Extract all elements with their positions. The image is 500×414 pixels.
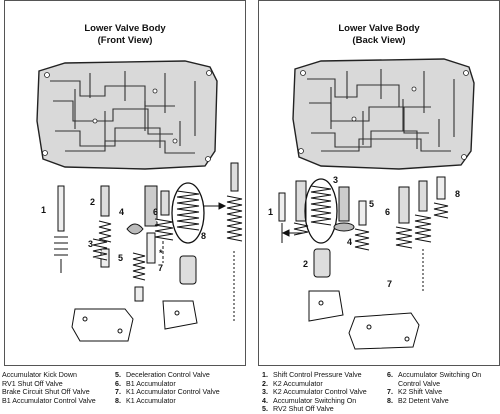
component-4 bbox=[333, 186, 355, 232]
back-view-drawing: 1 2 3 4 5 6 7 8 bbox=[268, 58, 475, 350]
gasket-plate-2 bbox=[162, 300, 198, 330]
valve-body-plate bbox=[36, 60, 218, 170]
callout-4: 4 bbox=[119, 207, 124, 217]
valve-body-plate bbox=[292, 58, 475, 170]
front-legend-col2: 5.Deceleration Control Valve 6.B1 Accumu… bbox=[115, 371, 255, 405]
callout-5: 5 bbox=[369, 199, 374, 209]
component-5 bbox=[354, 200, 370, 251]
front-view-drawing: 1 2 3 4 5 6 7 8 * bbox=[36, 60, 243, 342]
component-3 bbox=[281, 178, 338, 278]
component-right-valve bbox=[226, 162, 243, 321]
component-2 bbox=[293, 180, 309, 236]
legend-item: Control Valve bbox=[398, 379, 441, 388]
callout-7: 7 bbox=[158, 263, 163, 273]
callout-8: 8 bbox=[201, 231, 206, 241]
legend-item: 6.B1 Accumulator bbox=[115, 379, 176, 388]
front-view-subtitle: (Front View) bbox=[97, 35, 153, 46]
front-view-panel: Lower Valve Body (Front View) bbox=[4, 0, 246, 366]
back-view-panel: Lower Valve Body (Back View) bbox=[258, 0, 500, 366]
component-6 bbox=[395, 186, 413, 249]
component-1 bbox=[278, 192, 286, 243]
gasket-plate-1 bbox=[71, 308, 134, 342]
legend-item: 6.Accumulator Switching On bbox=[387, 371, 482, 379]
gasket-plate-1 bbox=[308, 290, 344, 322]
callout-2: 2 bbox=[303, 259, 308, 269]
component-6 bbox=[154, 190, 174, 241]
callout-6: 6 bbox=[385, 207, 390, 217]
callout-1: 1 bbox=[268, 207, 273, 217]
callout-8: 8 bbox=[455, 189, 460, 199]
callout-6: 6 bbox=[153, 207, 158, 217]
back-view-title: Lower Valve Body bbox=[338, 23, 420, 34]
legend-item: 5.Deceleration Control Valve bbox=[115, 371, 210, 379]
component-4 bbox=[126, 185, 158, 264]
back-legend-col2: 6.Accumulator Switching On Control Valve… bbox=[387, 371, 499, 405]
back-view-subtitle: (Back View) bbox=[352, 35, 406, 46]
callout-3: 3 bbox=[88, 239, 93, 249]
legend-item: 8.K1 Accumulator bbox=[115, 396, 176, 405]
component-5 bbox=[132, 252, 146, 302]
gasket-plate-2 bbox=[348, 312, 420, 350]
component-8 bbox=[171, 182, 227, 285]
callout-asterisk: * bbox=[159, 248, 163, 258]
legend-item: 8.B2 Detent Valve bbox=[387, 396, 449, 405]
callout-1: 1 bbox=[41, 205, 46, 215]
legend-item: 7.K1 Accumulator Control Valve bbox=[115, 388, 220, 397]
component-8 bbox=[433, 176, 449, 219]
component-7 bbox=[414, 180, 432, 291]
callout-7: 7 bbox=[387, 279, 392, 289]
callout-3: 3 bbox=[333, 175, 338, 185]
callout-2: 2 bbox=[90, 197, 95, 207]
component-3 bbox=[92, 238, 108, 261]
component-1 bbox=[54, 185, 68, 273]
callout-5: 5 bbox=[118, 253, 123, 263]
legend-item: 7.K2 Shift Valve bbox=[387, 388, 443, 397]
callout-4: 4 bbox=[347, 237, 352, 247]
front-view-title: Lower Valve Body bbox=[84, 23, 166, 34]
